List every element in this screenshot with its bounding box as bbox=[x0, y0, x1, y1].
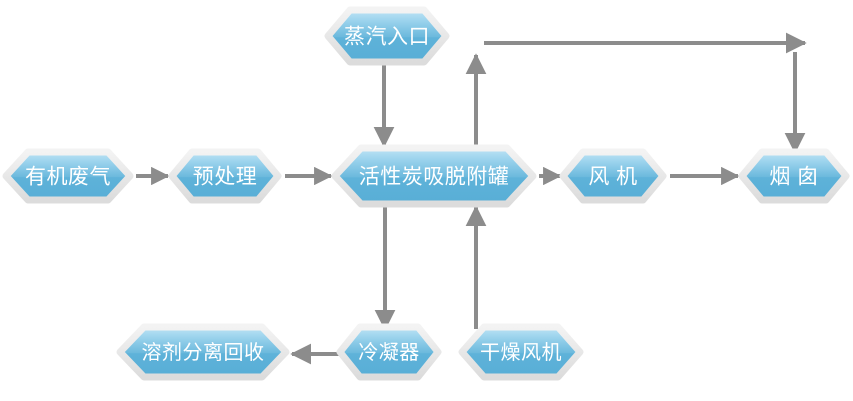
node-shape-hexagon bbox=[2, 148, 134, 204]
node-solvent-separation-recovery[interactable]: 溶剂分离回收 bbox=[116, 323, 290, 381]
node-chimney[interactable]: 烟 囱 bbox=[738, 148, 850, 204]
node-shape-hexagon bbox=[559, 148, 667, 204]
node-label-chimney: 烟 囱 bbox=[769, 166, 818, 189]
node-blower[interactable]: 风 机 bbox=[559, 148, 667, 204]
node-shape-hexagon bbox=[738, 148, 850, 204]
node-dry-blower[interactable]: 干燥风机 bbox=[458, 323, 584, 381]
node-shape-hexagon bbox=[168, 148, 282, 204]
node-steam-inlet[interactable]: 蒸汽入口 bbox=[324, 6, 450, 66]
node-shape-hexagon bbox=[336, 323, 442, 381]
connectors-layer bbox=[136, 32, 807, 365]
node-pretreatment[interactable]: 预处理 bbox=[168, 148, 282, 204]
node-shape-hexagon bbox=[331, 144, 537, 208]
node-label-steam-inlet: 蒸汽入口 bbox=[344, 26, 430, 49]
node-shape-hexagon bbox=[116, 323, 290, 381]
node-shape-hexagon bbox=[458, 323, 584, 381]
node-label-organic-waste-gas: 有机废气 bbox=[25, 166, 111, 189]
node-label-condenser: 冷凝器 bbox=[358, 341, 420, 364]
node-organic-waste-gas[interactable]: 有机废气 bbox=[2, 148, 134, 204]
node-label-activated-carbon-tank: 活性炭吸脱附罐 bbox=[359, 166, 510, 189]
node-label-pretreatment: 预处理 bbox=[193, 166, 258, 189]
node-label-solvent-separation-recovery: 溶剂分离回收 bbox=[142, 341, 265, 364]
node-condenser[interactable]: 冷凝器 bbox=[336, 323, 442, 381]
nodes-layer: 有机废气 预处理 活性炭吸脱附罐 风 机 烟 囱 bbox=[2, 6, 850, 381]
node-shape-hexagon bbox=[324, 6, 450, 66]
node-activated-carbon-tank[interactable]: 活性炭吸脱附罐 bbox=[331, 144, 537, 208]
node-label-dry-blower: 干燥风机 bbox=[480, 341, 562, 364]
node-label-blower: 风 机 bbox=[588, 166, 637, 189]
